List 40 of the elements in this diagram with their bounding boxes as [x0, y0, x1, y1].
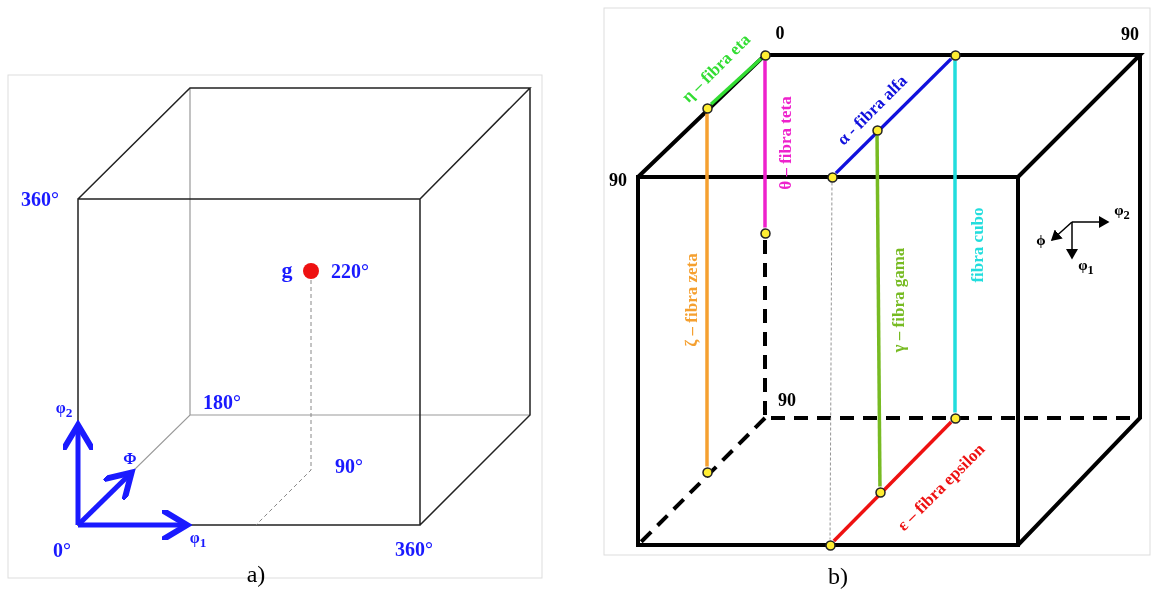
fiber-line: [834, 57, 953, 175]
point-marker: [949, 49, 961, 61]
point-marker: [701, 102, 713, 114]
point-label: g: [281, 259, 293, 281]
panel-label: a): [246, 562, 266, 586]
point-marker: [826, 171, 838, 183]
axis-label: φ$_{2}$: [55, 400, 73, 420]
angle-label: 180°: [203, 392, 241, 412]
edge-label: γ – fibra gama: [889, 247, 907, 353]
edge-label: fibra cubo: [968, 207, 986, 283]
axis-label: ϕ: [1036, 232, 1046, 248]
angle-label: 0: [775, 24, 785, 42]
angle-label: 90: [609, 171, 627, 189]
projection-line: [829, 182, 833, 540]
point-marker: [949, 412, 961, 424]
edge-label: ζ – fibra zeta: [682, 253, 700, 347]
point-marker: [759, 49, 771, 61]
point-marker: [701, 466, 713, 478]
point-marker: [759, 227, 771, 239]
fiber-line: [705, 113, 709, 467]
axis-label: φ$_{2}$: [1114, 202, 1130, 222]
fiber-line: [832, 420, 953, 543]
edge-label: θ – fibra teta: [776, 96, 794, 190]
axis-label: φ$_{1}$: [1078, 257, 1094, 277]
fiber-line: [709, 57, 763, 106]
angle-label: 360°: [21, 189, 59, 209]
panel-label: b): [828, 564, 848, 588]
point-marker: [874, 486, 886, 498]
axis-label: Φ: [123, 451, 137, 467]
angle-label: 90: [778, 391, 796, 409]
point-marker: [824, 539, 836, 551]
angle-label: 90°: [335, 456, 363, 476]
angle-label: 90: [1121, 25, 1139, 43]
angle-label: 360°: [395, 539, 433, 559]
fiber-line: [763, 60, 767, 228]
angle-label: 0°: [53, 540, 71, 560]
axis-label: φ$_{1}$: [189, 530, 207, 550]
angle-label: 220°: [331, 261, 369, 281]
fiber-line: [875, 135, 882, 487]
fiber-line: [953, 60, 957, 413]
